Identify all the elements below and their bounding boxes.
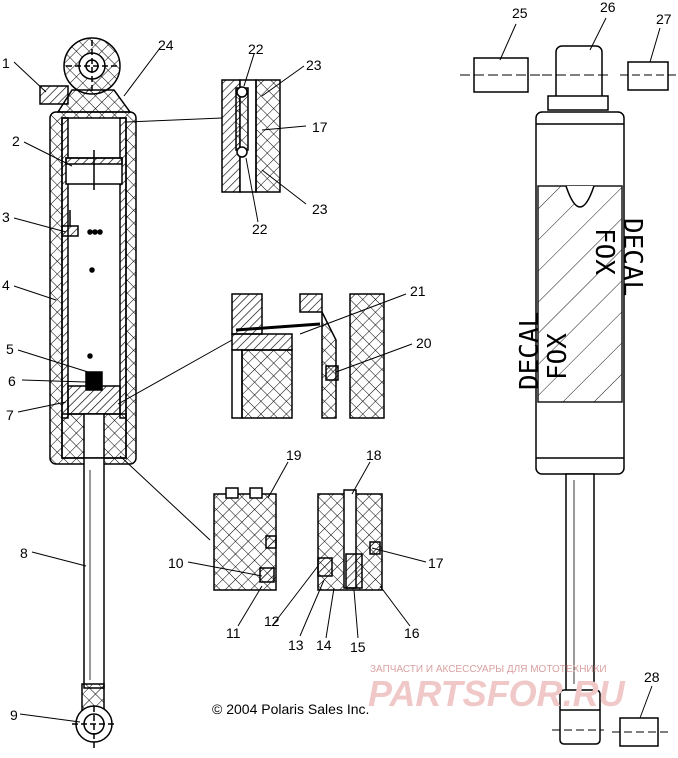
decal-upper-fox: FOX [589, 228, 619, 275]
fox-decal-area [537, 185, 623, 403]
callout-18: 18 [366, 447, 382, 463]
callout-23-top: 23 [306, 57, 322, 73]
decal-upper-decal: DECAL [617, 218, 647, 296]
detail-seal-top [221, 79, 281, 193]
shock-exterior [460, 45, 676, 747]
shaft-exterior [565, 473, 595, 693]
callout-19: 19 [286, 447, 302, 463]
top-eye-bore [78, 52, 106, 80]
callout-12: 12 [264, 613, 280, 629]
shaft [83, 457, 105, 689]
callout-9: 9 [10, 707, 18, 723]
callout-17-top: 17 [312, 119, 328, 135]
detail-seal-head [213, 487, 383, 591]
callout-25: 25 [512, 5, 528, 21]
callout-17-bottom: 17 [428, 555, 444, 571]
callout-3: 3 [2, 209, 10, 225]
leader-lines-left [13, 47, 233, 723]
callout-15: 15 [350, 639, 366, 655]
decal-lower-fox: FOX [543, 333, 573, 380]
callout-2: 2 [12, 133, 20, 149]
callout-24: 24 [158, 37, 174, 53]
watermark-brand: PARTSFOR.RU [368, 673, 626, 714]
watermark: ЗАПЧАСТИ И АКСЕССУАРЫ ДЛЯ МОТОТЕХНИКИ PA… [368, 664, 626, 714]
decal-text-lower: FOX DECAL [515, 312, 573, 390]
callout-10: 10 [168, 555, 184, 571]
callout-14: 14 [316, 637, 332, 653]
copyright-text: © 2004 Polaris Sales Inc. [212, 701, 369, 717]
callout-16: 16 [404, 625, 420, 641]
leader-lines-detail-middle [299, 293, 413, 373]
callout-7: 7 [6, 407, 14, 423]
leader-lines-right [499, 17, 661, 719]
callout-4: 4 [2, 277, 10, 293]
decal-text-upper: FOX DECAL [589, 218, 647, 296]
bushing-27 [627, 61, 669, 91]
callout-1: 1 [2, 55, 10, 71]
watermark-subtitle: ЗАПЧАСТИ И АКСЕССУАРЫ ДЛЯ МОТОТЕХНИКИ [370, 664, 607, 675]
callout-13: 13 [288, 637, 304, 653]
bearing-cap [39, 85, 69, 105]
callout-23-bottom: 23 [312, 201, 328, 217]
callout-6: 6 [8, 373, 16, 389]
callout-8: 8 [20, 545, 28, 561]
callout-22-top: 22 [248, 41, 264, 57]
detail-piston [231, 293, 385, 419]
main-piston [67, 385, 121, 415]
callouts: 1 24 2 3 4 5 6 7 8 9 22 23 17 23 22 21 2… [2, 0, 672, 723]
callout-11: 11 [226, 625, 241, 641]
decal-lower-decal: DECAL [515, 312, 545, 390]
leader-lines-detail-bottom [187, 461, 427, 639]
callout-22-bottom: 22 [252, 221, 268, 237]
callout-27: 27 [656, 11, 672, 27]
shock-cross-section [39, 37, 137, 750]
callout-21: 21 [410, 283, 426, 299]
callout-5: 5 [6, 341, 14, 357]
leader-lines-detail-top [243, 53, 307, 223]
callout-26: 26 [600, 0, 616, 15]
top-neck [56, 89, 132, 113]
callout-28: 28 [644, 669, 660, 685]
callout-20: 20 [416, 335, 432, 351]
